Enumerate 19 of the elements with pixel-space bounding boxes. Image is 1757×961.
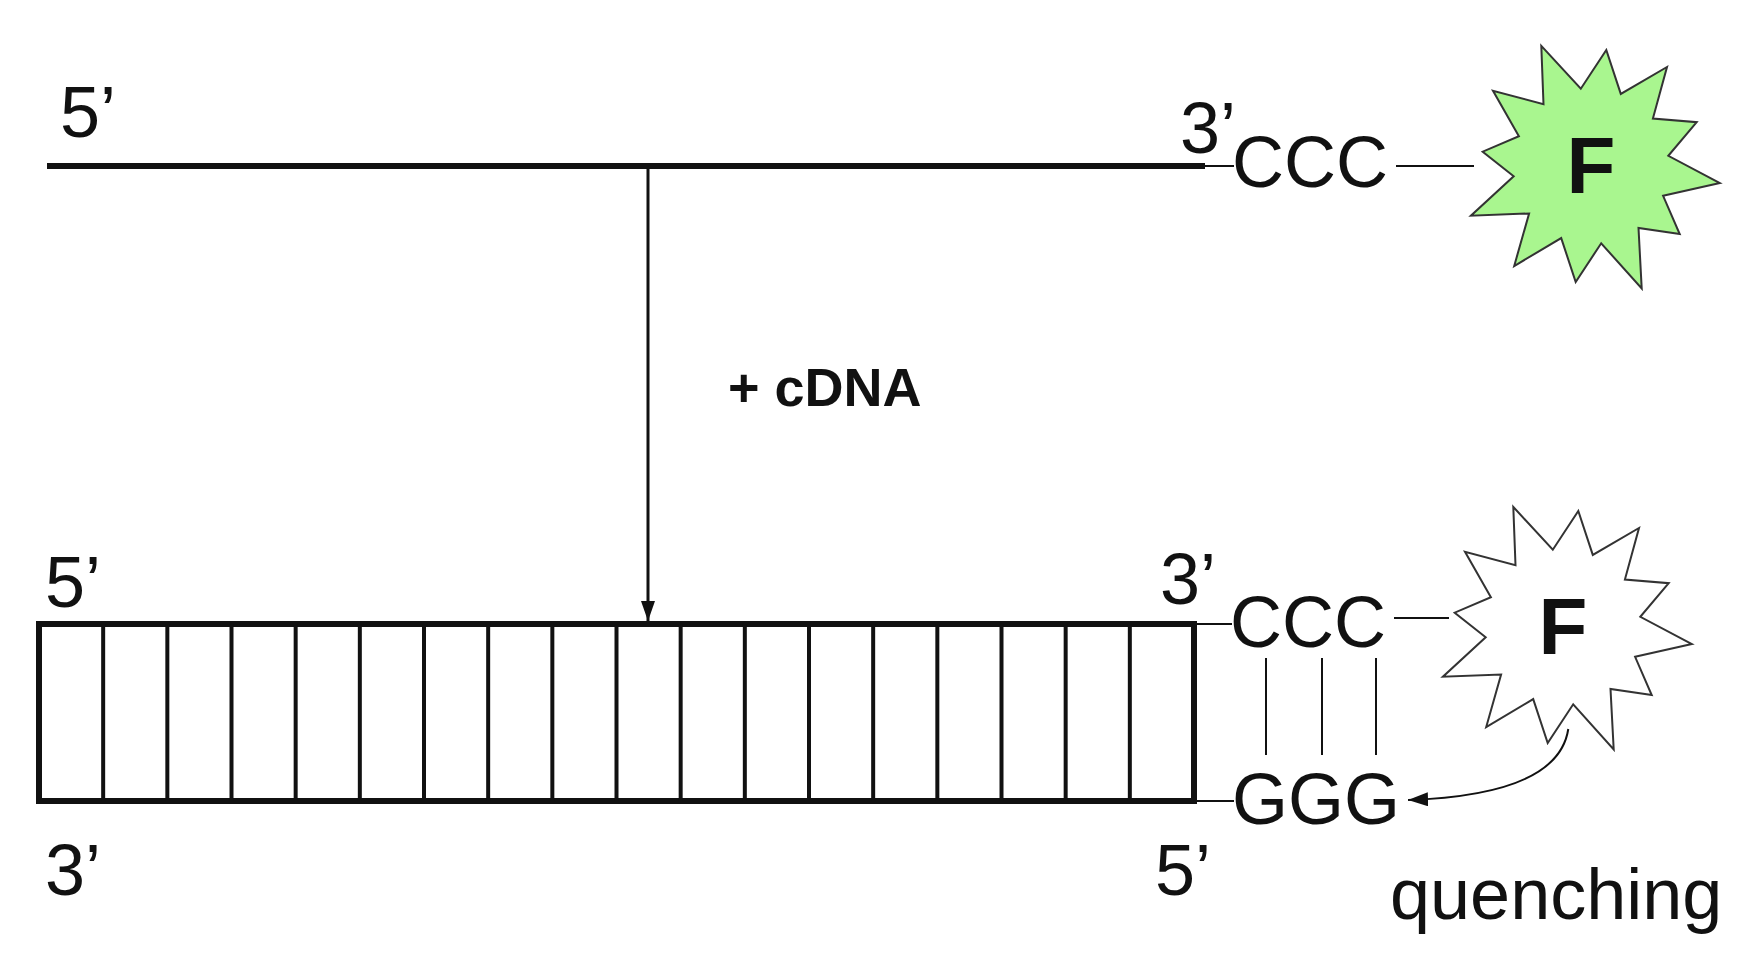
connector-line [1375, 657, 1377, 756]
connector-line [1321, 657, 1323, 756]
strand-end-label: 5’ [45, 546, 102, 618]
strand-end-label: 3’ [1160, 543, 1217, 615]
connector-line [1395, 165, 1475, 167]
strand-end-label: 3’ [45, 834, 102, 906]
fluorophore-label: F [1566, 126, 1616, 206]
arrow [641, 169, 655, 621]
fluorophore-label: F [1538, 587, 1588, 667]
connector-line [1196, 623, 1233, 625]
base-sequence-label: CCC [1232, 126, 1388, 198]
connector-line [1196, 800, 1235, 802]
connector-line [1393, 617, 1450, 619]
base-sequence-label: GGG [1232, 763, 1400, 835]
strand-end-label: 5’ [1155, 834, 1212, 906]
base-sequence-label: CCC [1230, 586, 1386, 658]
connector-line [1204, 165, 1235, 167]
connector-line [1265, 657, 1267, 756]
strand-end-label: 5’ [60, 76, 117, 148]
